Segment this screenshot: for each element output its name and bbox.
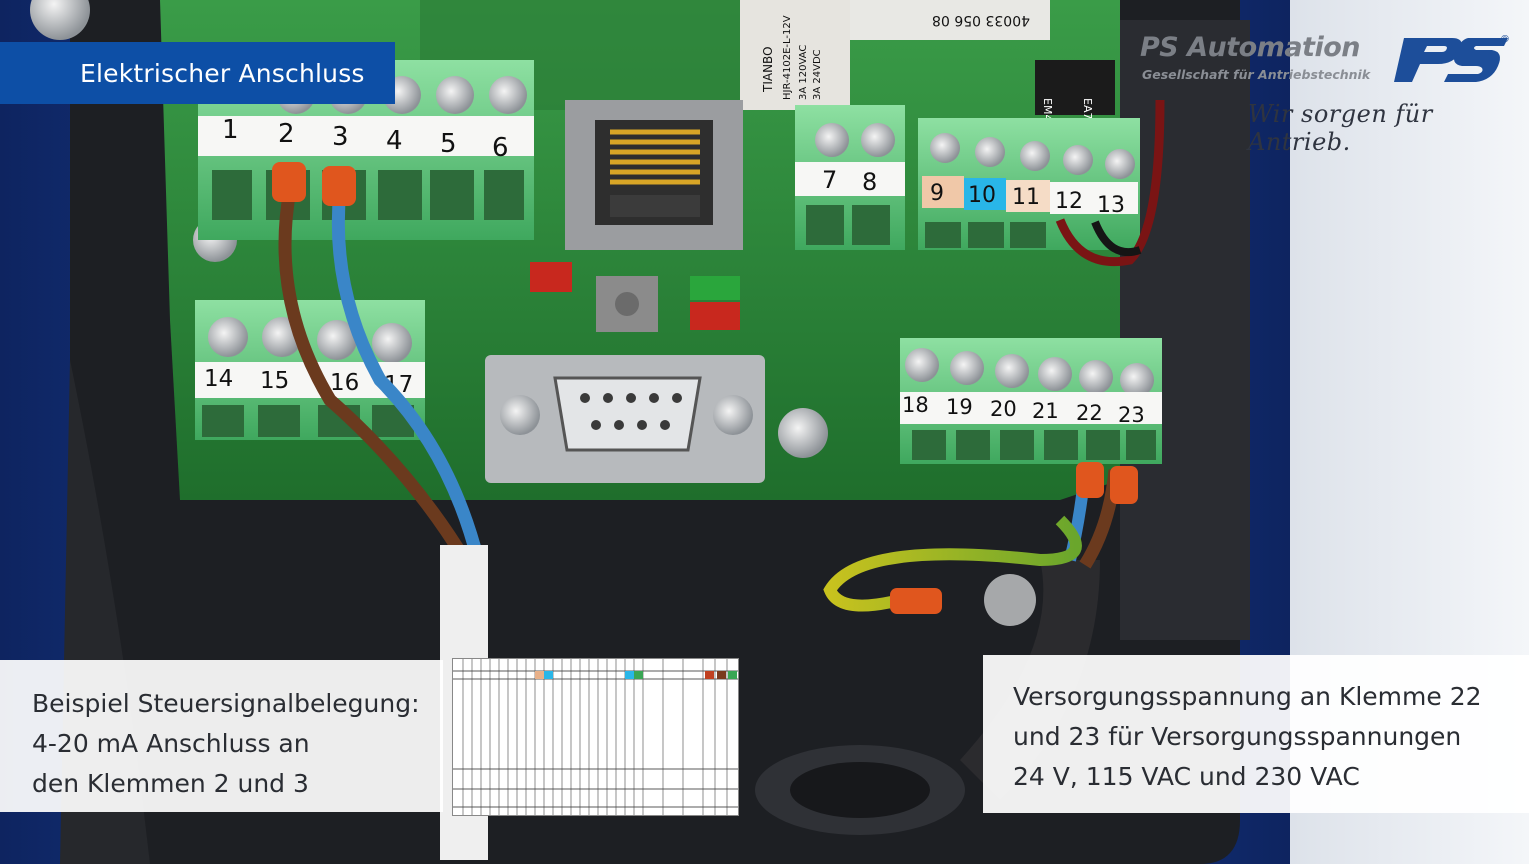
terminal-block-1-6: 1 2 3 4 5 6 <box>198 60 534 240</box>
terminal-8: 8 <box>862 168 877 196</box>
terminal-block-7-8: 7 8 <box>795 105 905 250</box>
relay-brand-label: TIANBO <box>761 46 775 93</box>
terminal-14: 14 <box>204 366 233 392</box>
terminal-1: 1 <box>222 115 239 145</box>
terminal-3: 3 <box>332 122 349 152</box>
caption-right-line-2: und 23 für Versorgungsspannungen <box>1013 722 1462 751</box>
terminal-7: 7 <box>822 166 837 194</box>
terminal-16: 16 <box>330 370 359 396</box>
terminal-assignment-table-thumbnail <box>452 658 739 816</box>
terminal-block-18-23: 18 19 20 21 22 23 <box>900 338 1162 464</box>
terminal-23: 23 <box>1118 403 1145 427</box>
terminal-2: 2 <box>278 119 295 149</box>
page-title: Elektrischer Anschluss <box>80 58 365 88</box>
caption-left-line-1: Beispiel Steuersignalbelegung: <box>32 689 420 718</box>
part-number-label: 40033 056 08 <box>932 12 1030 28</box>
logo-subtitle: Gesellschaft für Antriebstechnik <box>1142 67 1371 82</box>
terminal-18: 18 <box>902 393 929 417</box>
housing-screw <box>30 0 90 40</box>
relay-model-label: HJR-4102E-L-12V <box>782 15 793 100</box>
dsub-connector <box>485 355 765 483</box>
ps-logo-icon <box>1394 38 1508 82</box>
terminal-10: 10 <box>968 183 996 208</box>
caption-right-line-1: Versorgungsspannung an Klemme 22 <box>1013 682 1482 711</box>
caption-supply-voltage: Versorgungsspannung an Klemme 22 und 23 … <box>983 655 1529 813</box>
terminal-22: 22 <box>1076 401 1103 425</box>
terminal-20: 20 <box>990 397 1017 421</box>
rj45-jack <box>565 100 743 250</box>
terminal-6: 6 <box>492 133 509 163</box>
mounting-screw <box>778 408 828 458</box>
ground-screw <box>984 574 1036 626</box>
logo-brand-name: PS Automation <box>1140 32 1361 63</box>
terminal-12: 12 <box>1055 189 1083 214</box>
terminal-11: 11 <box>1012 185 1040 210</box>
terminal-13: 13 <box>1097 193 1125 218</box>
caption-left-line-2: 4-20 mA Anschluss an <box>32 729 310 758</box>
company-logo: PS Automation Gesellschaft für Antriebst… <box>1130 30 1520 156</box>
registered-mark: ® <box>1500 34 1510 45</box>
relay-rating-ac: 3A 120VAC <box>798 45 809 100</box>
terminal-block-14-17: 14 15 16 17 <box>195 300 425 440</box>
red-led <box>530 262 572 292</box>
caption-control-signal: Beispiel Steuersignalbelegung: 4-20 mA A… <box>0 660 443 812</box>
terminal-21: 21 <box>1032 399 1059 423</box>
terminal-19: 19 <box>946 395 973 419</box>
relay-rating-dc: 3A 24VDC <box>812 49 823 100</box>
caption-left-line-3: den Klemmen 2 und 3 <box>32 769 309 798</box>
red-led-2 <box>690 302 740 330</box>
terminal-block-9-13: 9 10 11 12 13 <box>918 118 1140 250</box>
terminal-5: 5 <box>440 129 457 159</box>
terminal-15: 15 <box>260 368 289 394</box>
terminal-9: 9 <box>930 181 944 206</box>
title-banner: Elektrischer Anschluss <box>0 42 395 104</box>
terminal-4: 4 <box>386 126 403 156</box>
logo-slogan: Wir sorgen für Antrieb. <box>1248 100 1433 156</box>
caption-right-line-3: 24 V, 115 VAC und 230 VAC <box>1013 762 1360 791</box>
green-led <box>690 276 740 300</box>
